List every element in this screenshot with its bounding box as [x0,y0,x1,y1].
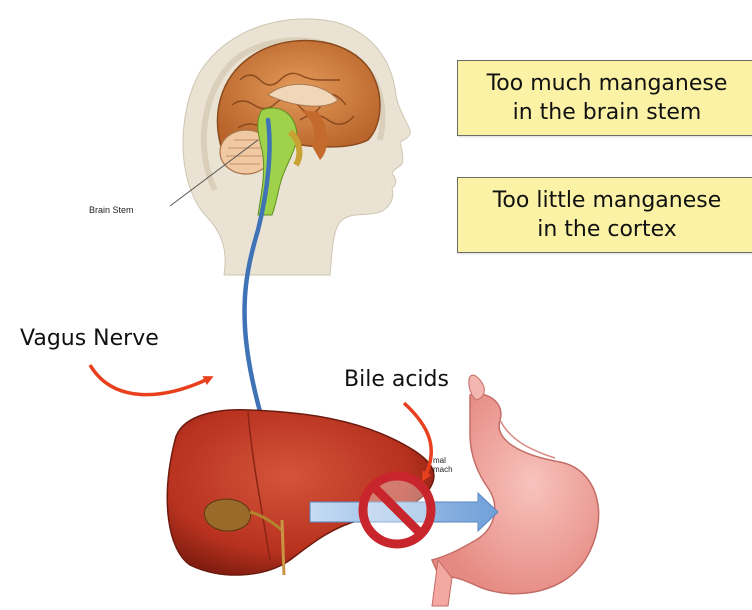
vagus-nerve-arrow [90,365,210,395]
callout-manganese-cortex: Too little manganese in the cortex [457,177,752,253]
bile-acids-label: Bile acids [344,367,449,392]
vagus-nerve-label: Vagus Nerve [20,326,159,351]
callout-manganese-brain-stem: Too much manganese in the brain stem [457,60,752,136]
callout-line: Too little manganese [458,186,752,215]
callout-line: in the brain stem [458,98,752,127]
callout-line: Too much manganese [458,69,752,98]
gallbladder [204,499,250,531]
no-entry-sign-icon [363,476,431,544]
stomach [432,394,599,594]
stomach-partial-line: mal [433,456,453,465]
callout-line: in the cortex [458,215,752,244]
stomach-partial-line: mach [433,465,453,474]
stomach-partial-label: mal mach [433,456,453,474]
brain-stem-label: Brain Stem [89,205,134,215]
stomach-illustration [432,375,599,606]
